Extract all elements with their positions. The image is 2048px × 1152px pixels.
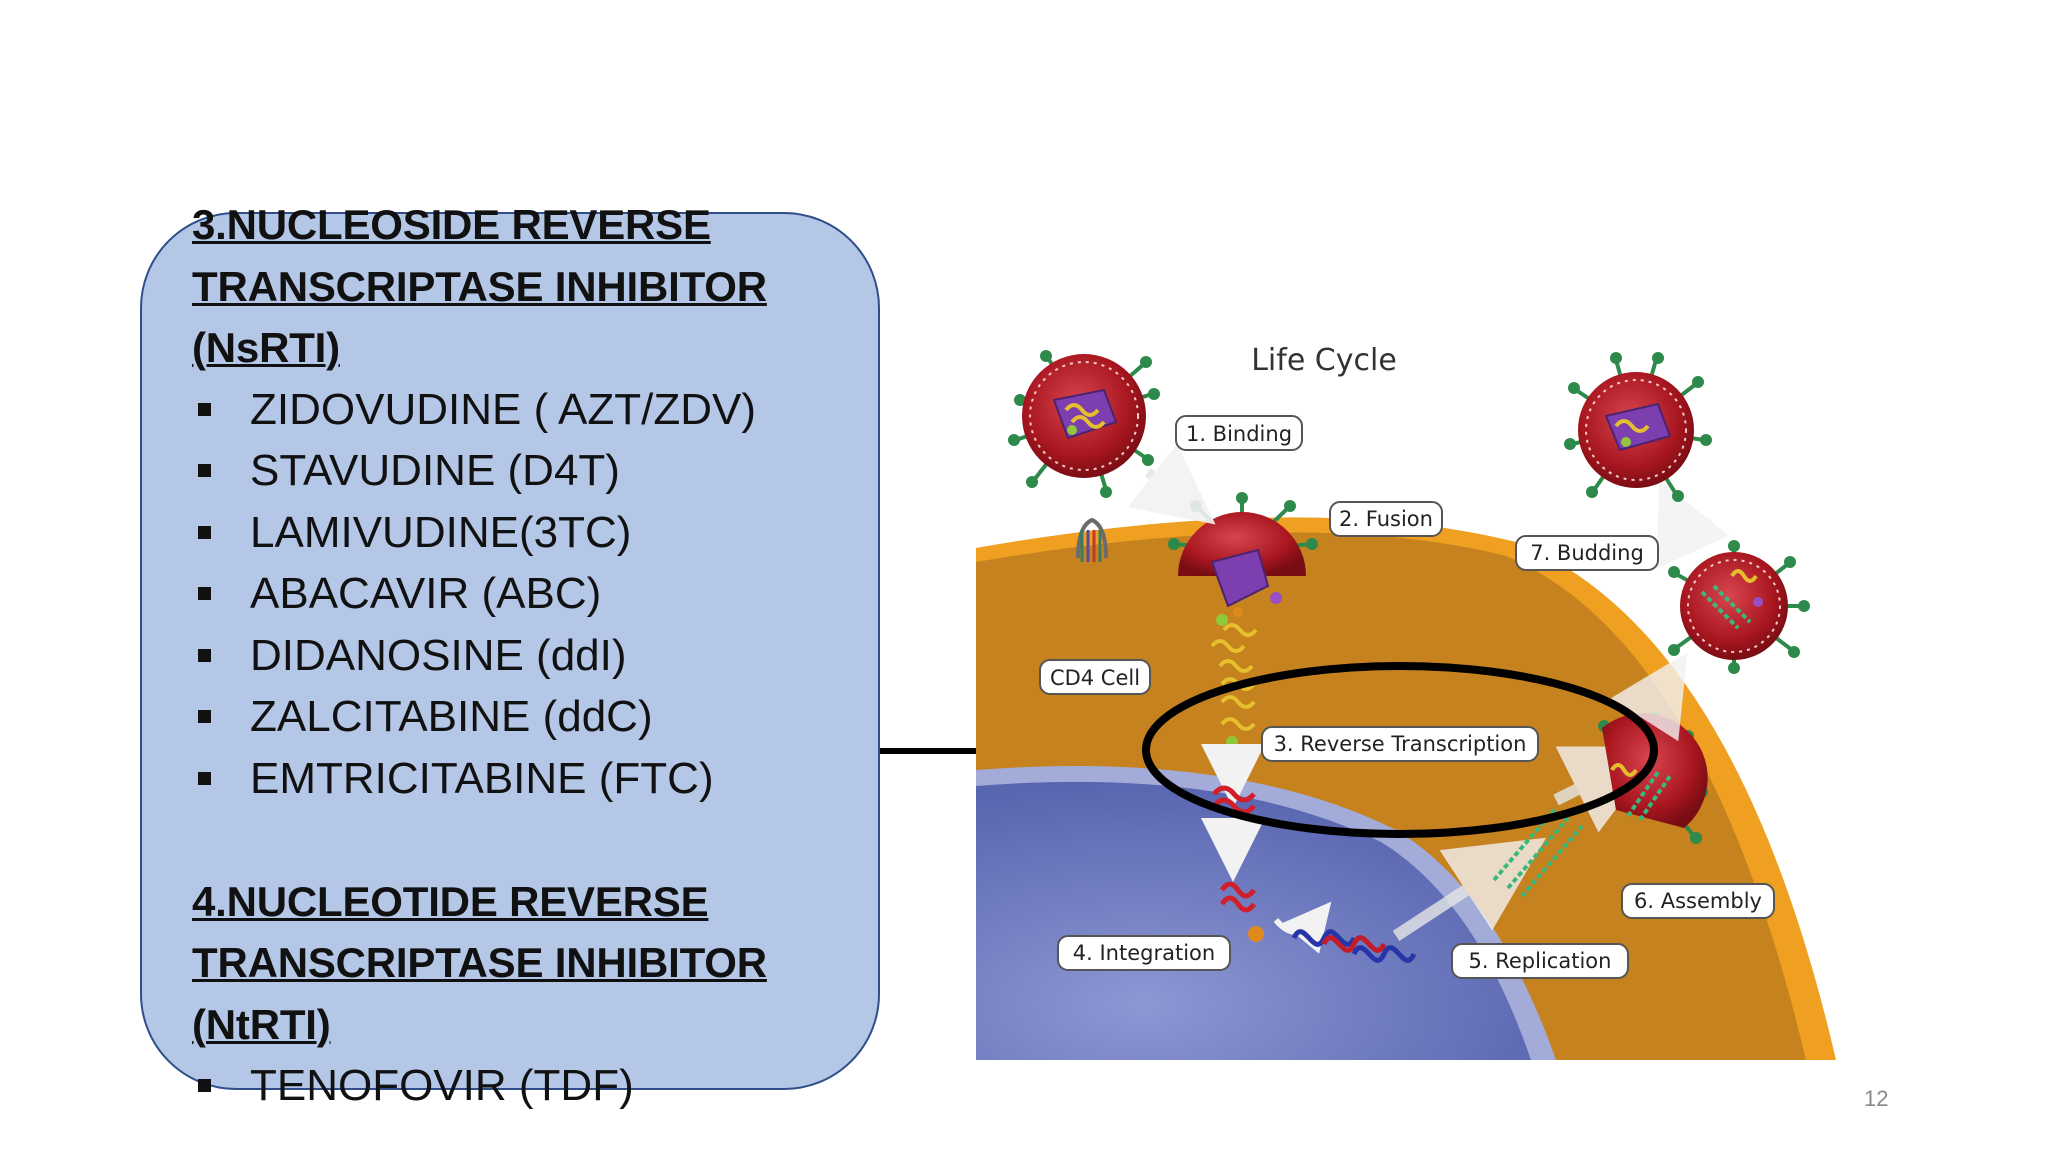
drug-name: ABACAVIR (ABC) [250,569,602,618]
square-bullet-icon [198,402,211,416]
drug-name: EMTRICITABINE (FTC) [250,753,714,803]
nsrti-heading-line-1: 3.NUCLEOSIDE REVERSE [192,201,711,248]
cell-label-text: CD4 Cell [1050,666,1140,690]
cd4-cell [976,517,1836,1060]
ntrti-heading-line-1: 4.NUCLEOTIDE REVERSE [192,877,709,925]
step-label-text: 4. Integration [1073,941,1215,965]
drug-name: STAVUDINE (D4T) [250,446,620,495]
nsrti-drug-list: ZIDOVUDINE ( AZT/ZDV) STAVUDINE (D4T) LA… [192,379,912,810]
nsrti-heading-line-2: TRANSCRIPTASE INHIBITOR [192,262,767,310]
ntrti-heading: 4.NUCLEOTIDE REVERSE TRANSCRIPTASE INHIB… [192,871,912,1056]
drug-name: ZALCITABINE (ddC) [250,692,653,741]
page-number: 12 [1864,1086,1889,1111]
square-bullet-icon [198,1079,211,1092]
drug-class-text: 3.NUCLEOSIDE REVERSE TRANSCRIPTASE INHIB… [192,194,912,1117]
hiv-life-cycle-diagram: Life Cycle 1. Binding 2. Fusion 7. Buddi… [976,343,1836,1060]
ntrti-heading-line-3: (NtRTI) [192,1000,331,1048]
nsrti-heading-line-3: (NsRTI) [192,324,340,371]
cd4-receptor [1076,517,1108,562]
step-label-text: 2. Fusion [1339,507,1433,531]
diagram-title: Life Cycle [1251,343,1397,378]
drug-item: DIDANOSINE (ddI) [192,625,912,687]
ntrti-heading-line-2: TRANSCRIPTASE INHIBITOR [192,939,767,986]
step-label-reverse-transcription: 3. Reverse Transcription [1261,726,1539,762]
step-label-binding: 1. Binding [1175,415,1303,451]
drug-item: ABACAVIR (ABC) [192,563,912,625]
step-label-text: 1. Binding [1186,422,1292,446]
drug-item: STAVUDINE (D4T) [192,440,912,502]
step-label-replication: 5. Replication [1451,943,1629,979]
virus-fusion-icon [1168,492,1318,653]
virus-binding-icon [1008,350,1160,498]
ntrti-drug-list: TENOFOVIR (TDF) [192,1055,912,1117]
square-bullet-icon [198,648,211,662]
step-label-integration: 4. Integration [1057,935,1231,971]
section-gap [192,809,912,871]
step-label-text: 6. Assembly [1634,889,1762,913]
integration-dna [1219,881,1417,963]
drug-item: ZIDOVUDINE ( AZT/ZDV) [192,379,912,441]
drug-name: ZIDOVUDINE ( AZT/ZDV) [250,384,756,434]
square-bullet-icon [198,771,211,785]
binding-to-fusion-arrow [1127,443,1216,525]
step-label-budding: 7. Budding [1515,535,1659,571]
drug-item: EMTRICITABINE (FTC) [192,748,912,810]
square-bullet-icon [198,587,211,600]
highlight-ellipse [1142,662,1658,838]
drug-class-box [140,212,880,1090]
step-label-text: 7. Budding [1530,541,1644,565]
step-label-assembly: 6. Assembly [1621,883,1775,919]
nsrti-heading: 3.NUCLEOSIDE REVERSE TRANSCRIPTASE INHIB… [192,194,912,379]
square-bullet-icon [198,710,211,723]
drug-item: TENOFOVIR (TDF) [192,1055,912,1117]
virus-budding-icon [1656,479,1810,674]
step-label-fusion: 2. Fusion [1329,501,1443,537]
mature-virus-icon [1564,352,1712,502]
drug-name: TENOFOVIR (TDF) [250,1061,634,1110]
drug-item: LAMIVUDINE(3TC) [192,502,912,564]
drug-name: DIDANOSINE (ddI) [250,630,627,680]
square-bullet-icon [198,464,211,477]
drug-item: ZALCITABINE (ddC) [192,686,912,748]
square-bullet-icon [198,525,211,539]
step-label-text: 3. Reverse Transcription [1274,732,1527,756]
virus-assembly-icon [1598,652,1708,844]
step-label-text: 5. Replication [1469,949,1612,973]
cell-label: CD4 Cell [1039,659,1151,695]
drug-name: LAMIVUDINE(3TC) [250,507,632,557]
